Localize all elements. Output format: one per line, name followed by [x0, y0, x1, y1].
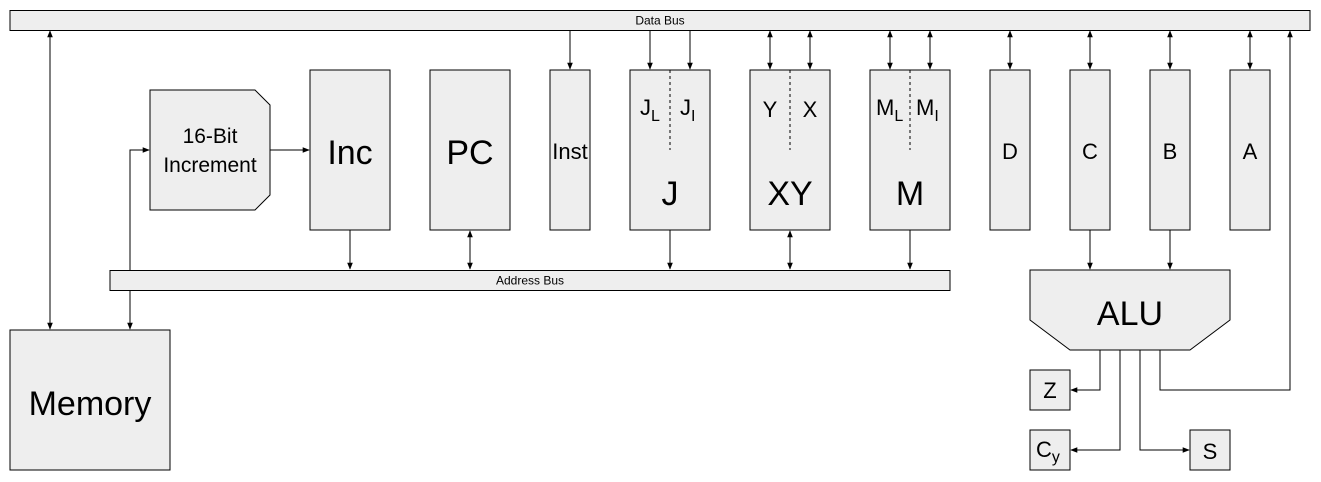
- xy-register-label: XY: [767, 175, 812, 213]
- d-register-label: D: [1002, 139, 1018, 164]
- y-register-label: Y: [763, 97, 778, 122]
- increment-block: 16-Bit Increment: [149, 89, 271, 211]
- cy-flag-label: Cy: [1036, 437, 1060, 466]
- memory-block: Memory: [9, 329, 171, 471]
- d-register: D: [989, 69, 1031, 231]
- j-register: JL JI J: [629, 69, 711, 231]
- j-register-label: J: [662, 175, 679, 213]
- j-low-label: JL: [640, 95, 660, 125]
- xy-register: Y X XY: [749, 69, 831, 231]
- data-bus: Data Bus: [9, 10, 1311, 31]
- m-register-label: M: [896, 175, 924, 213]
- alu-label: ALU: [1097, 295, 1163, 333]
- b-register: B: [1149, 69, 1191, 231]
- c-register: C: [1069, 69, 1111, 231]
- b-register-label: B: [1163, 139, 1178, 164]
- s-flag-label: S: [1203, 439, 1218, 464]
- memory-label: Memory: [29, 385, 152, 423]
- inst-register: Inst: [549, 69, 591, 231]
- a-register-label: A: [1243, 139, 1258, 164]
- increment-label-line1: 16-Bit: [183, 125, 238, 148]
- increment-label-line2: Increment: [163, 154, 257, 177]
- s-flag: S: [1189, 429, 1231, 471]
- m-high-label: MI: [916, 95, 939, 125]
- pc-register-label: PC: [446, 134, 493, 172]
- data-bus-label: Data Bus: [635, 14, 684, 28]
- inc-register: Inc: [309, 69, 391, 231]
- x-register-label: X: [803, 97, 818, 122]
- inst-register-label: Inst: [552, 139, 587, 164]
- cy-flag: Cy: [1029, 429, 1071, 471]
- address-bus-label: Address Bus: [496, 274, 564, 288]
- m-register: ML MI M: [869, 69, 951, 231]
- alu-block: ALU: [1029, 269, 1231, 351]
- address-bus: Address Bus: [109, 270, 951, 291]
- j-high-label: JI: [680, 95, 695, 125]
- inc-register-label: Inc: [327, 134, 372, 172]
- m-low-label: ML: [876, 95, 903, 125]
- a-register: A: [1229, 69, 1271, 231]
- pc-register: PC: [429, 69, 511, 231]
- c-register-label: C: [1082, 139, 1098, 164]
- connections: [47, 30, 1293, 453]
- z-flag-label: Z: [1043, 378, 1056, 403]
- z-flag: Z: [1029, 369, 1071, 411]
